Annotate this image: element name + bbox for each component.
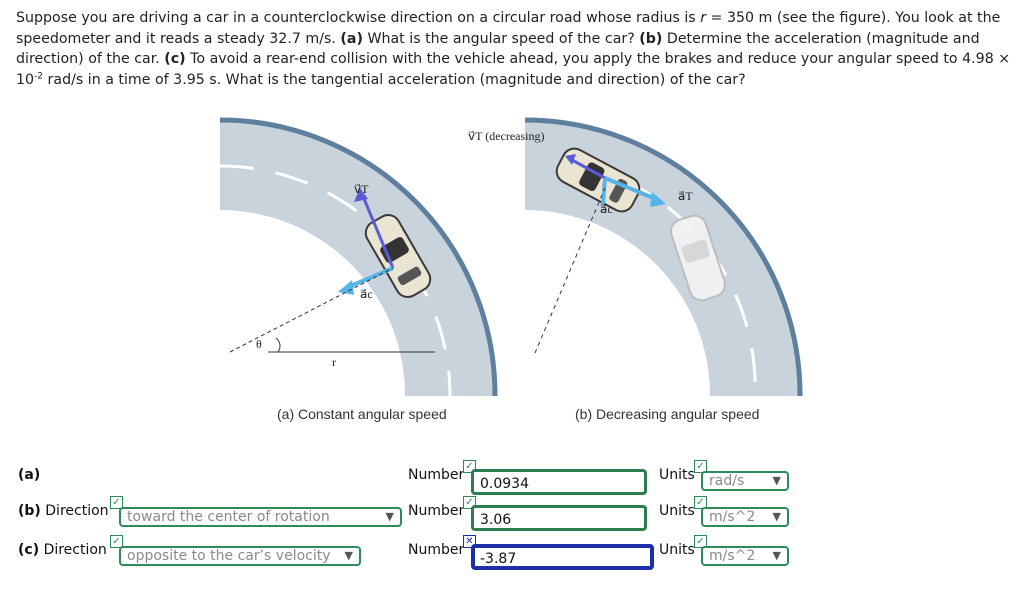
check-icon: ✓ — [694, 535, 707, 548]
caption-b: (b) Decreasing angular speed — [575, 406, 760, 422]
figure-svg: v⃗T a⃗c θ r v⃗T (decreasing) a⃗c a⃗T — [219, 117, 803, 397]
vt-arrow-b — [571, 158, 606, 180]
chevron-down-icon: ▼ — [344, 549, 353, 562]
road-panel-a — [220, 120, 496, 396]
chevron-down-icon: ▼ — [772, 510, 781, 523]
radius-line-a — [229, 267, 394, 353]
part-c-label: (c) Direction — [18, 542, 107, 558]
part-a-label: (a) — [18, 467, 41, 483]
part-b-number-label: Number — [408, 503, 465, 519]
part-b-number-input[interactable]: 3.06 — [471, 505, 647, 531]
part-b-direction-select[interactable]: toward the center of rotation▼ — [119, 507, 402, 527]
theta-label: θ — [256, 337, 262, 351]
part-b-label: (b) Direction — [18, 503, 109, 519]
part-a-units-select[interactable]: rad/s▼ — [701, 471, 789, 491]
vt-label-a: v⃗T — [354, 182, 369, 196]
road-outer-edge-b — [524, 117, 803, 397]
part-a-units-label: Units — [659, 467, 695, 483]
check-icon: ✓ — [694, 460, 707, 473]
theta-arc-a — [275, 337, 281, 353]
part-a-number-label: Number — [408, 467, 465, 483]
r-label: r — [332, 355, 336, 369]
radius-line-b — [534, 187, 606, 354]
vt-arrow-a — [360, 193, 395, 269]
ac-arrow-a — [345, 266, 394, 290]
ac-label-b: a⃗c — [600, 202, 613, 216]
problem-text: Suppose you are driving a car in a count… — [16, 10, 1011, 88]
check-icon: ✓ — [110, 496, 123, 509]
part-c-units-label: Units — [659, 542, 695, 558]
ac-arrowhead-a — [338, 280, 354, 295]
part-a-number-input[interactable]: 0.0934 — [471, 469, 647, 495]
part-b-units-select[interactable]: m/s^2▼ — [701, 507, 789, 527]
car-b-ghost-icon — [670, 214, 726, 302]
at-arrowhead-b — [650, 192, 666, 207]
vt-arrowhead-a — [354, 188, 368, 202]
caption-a: (a) Constant angular speed — [277, 406, 447, 422]
at-label-b: a⃗T — [678, 189, 693, 203]
part-c-direction-select[interactable]: opposite to the car’s velocity▼ — [119, 546, 361, 566]
vt-label-b: v⃗T (decreasing) — [468, 129, 545, 143]
circular-motion-figure: v⃗T a⃗c θ r v⃗T (decreasing) a⃗c a⃗T (a)… — [219, 108, 820, 428]
check-icon: ✓ — [110, 535, 123, 548]
part-c-number-input[interactable]: -3.87 — [471, 544, 654, 570]
road-outer-edge-a — [219, 117, 498, 397]
at-arrow-b — [604, 176, 659, 202]
part-c-units-select[interactable]: m/s^2▼ — [701, 546, 789, 566]
chevron-down-icon: ▼ — [772, 549, 781, 562]
part-c-number-label: Number — [408, 542, 465, 558]
vt-arrowhead-b — [565, 154, 576, 165]
check-icon: ✓ — [694, 496, 707, 509]
part-b-units-label: Units — [659, 503, 695, 519]
chevron-down-icon: ▼ — [385, 510, 394, 523]
chevron-down-icon: ▼ — [772, 474, 781, 487]
ac-label-a: a⃗c — [360, 287, 373, 301]
